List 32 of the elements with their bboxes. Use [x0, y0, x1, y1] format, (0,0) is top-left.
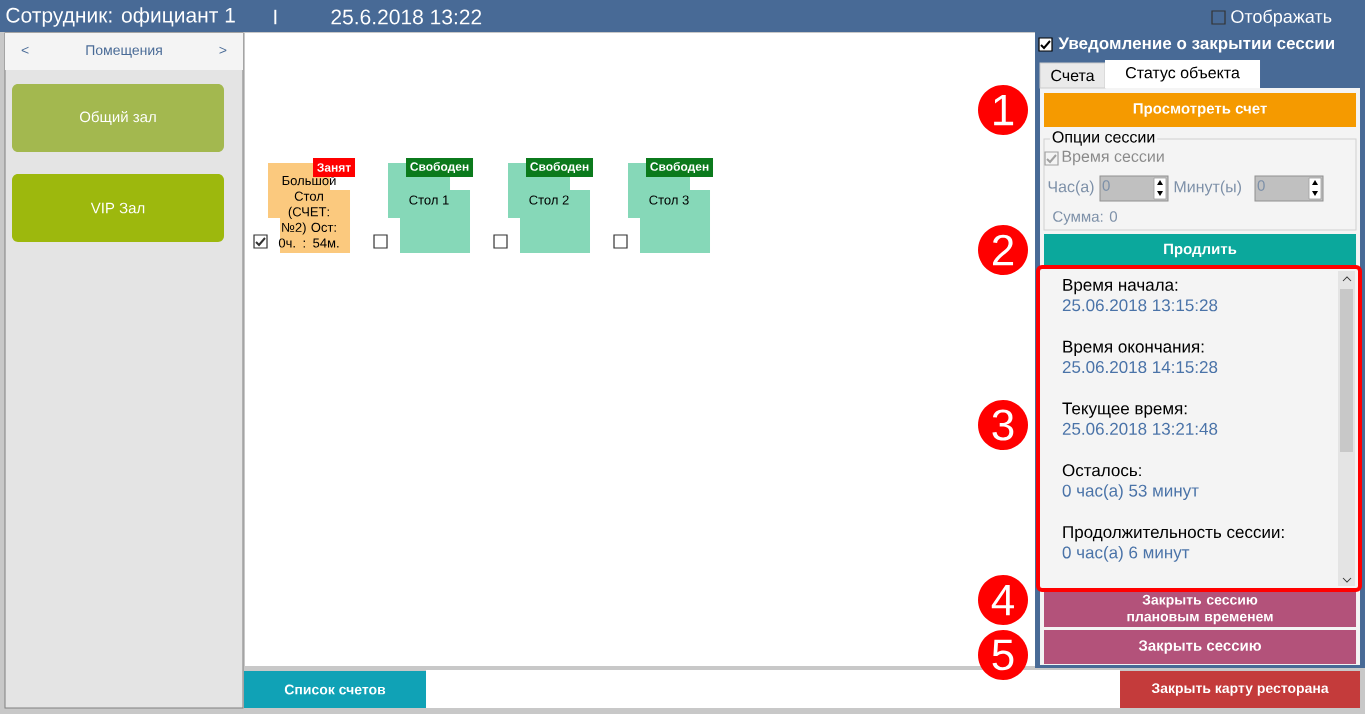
checkbox-label: Время сессии: [1062, 150, 1164, 166]
status-badge: Свободен: [406, 158, 473, 177]
spin-field: 0: [1099, 175, 1169, 202]
callout-number: 4: [978, 575, 1028, 625]
field-label: Час(а): [1048, 180, 1094, 196]
panel-header: < Помещения >: [5, 33, 243, 70]
header-text: 25.6.2018 13:22: [331, 9, 482, 25]
button: Просмотреть счет: [1044, 93, 1356, 127]
spin-field: 0: [1254, 175, 1324, 202]
callout-number: 5: [978, 630, 1028, 680]
tab: Статус объекта: [1105, 60, 1260, 88]
status-badge: Свободен: [526, 158, 593, 177]
button: Закрыть сессию плановым временем: [1044, 592, 1356, 627]
status-badge: Свободен: [646, 158, 713, 177]
room-button: Общий зал: [12, 84, 224, 152]
button: Закрыть сессию: [1044, 630, 1356, 664]
field-label: Минут(ы): [1174, 180, 1241, 196]
sum-text: Сумма: 0: [1053, 211, 1117, 225]
button: Закрыть карту ресторана: [1120, 671, 1360, 708]
status-badge: Занят: [313, 158, 355, 177]
header-text: I: [274, 9, 277, 25]
info-panel: Время начала: 25.06.2018 13:15:28 Время окончания: 25.06.2018 14:15:28 Текущее время: 25.06.2018 13:21:48 Осталось: 0 час(а) 53 минут Продолжительность сессии: 0 час(а) 6 минут: [1036, 265, 1362, 592]
tab: Счета: [1039, 62, 1106, 89]
room-button: VIP Зал: [12, 174, 224, 242]
header-text: Сотрудник: официант 1: [6, 7, 235, 27]
callout-number: 3: [978, 400, 1028, 450]
callout-number: 2: [978, 225, 1028, 275]
button: Список счетов: [244, 671, 426, 708]
callout-number: 1: [978, 85, 1028, 135]
button: Продлить: [1044, 234, 1356, 267]
checkbox-label: Отображать: [1231, 9, 1332, 27]
checkbox-label: Уведомление о закрытии сессии: [1058, 37, 1334, 53]
